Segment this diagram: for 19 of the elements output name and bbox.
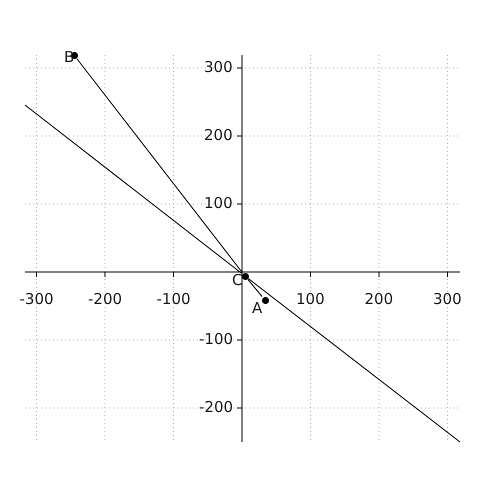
point-dot xyxy=(262,296,268,304)
line xyxy=(248,278,460,442)
tick-label: 200 xyxy=(364,291,394,308)
line xyxy=(24,104,242,274)
tick-label: 300 xyxy=(204,59,233,76)
tick-label: -300 xyxy=(20,291,54,308)
tick-label: 300 xyxy=(433,291,462,308)
tick-label: 200 xyxy=(204,127,233,144)
tick-label: -200 xyxy=(88,291,122,308)
point-label: A xyxy=(252,300,262,317)
line xyxy=(76,58,243,273)
tick-label: -200 xyxy=(199,399,234,416)
tick-label: 100 xyxy=(296,291,325,308)
point-dot xyxy=(242,272,248,280)
tick-label: 100 xyxy=(204,195,233,212)
point-label: B xyxy=(64,49,74,66)
line xyxy=(247,279,263,297)
tick-label: -100 xyxy=(156,291,191,308)
tick-label: -100 xyxy=(199,331,234,348)
